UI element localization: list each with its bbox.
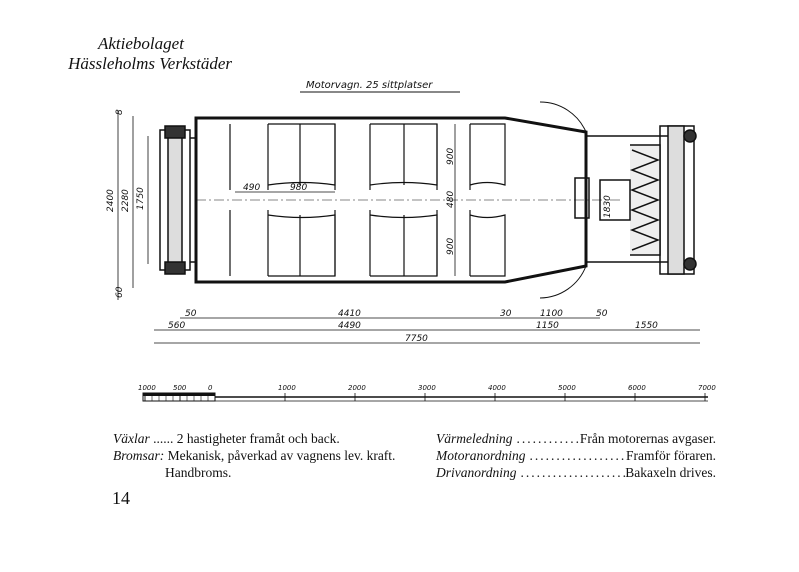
scale-label: 1000 bbox=[278, 384, 296, 392]
dim-490: 490 bbox=[243, 183, 260, 193]
seat-layout bbox=[229, 123, 506, 277]
dim-1150: 1150 bbox=[536, 321, 559, 331]
scale-label: 5000 bbox=[558, 384, 576, 392]
dim-2280: 2280 bbox=[121, 189, 131, 212]
scale-label: 500 bbox=[173, 384, 187, 392]
header: Aktiebolaget Hässleholms Verkstäder bbox=[60, 34, 232, 74]
door-swing-arcs bbox=[539, 101, 587, 299]
scale-label: 0 bbox=[208, 384, 213, 392]
dim-1750: 1750 bbox=[136, 187, 146, 210]
scale-label: 3000 bbox=[418, 384, 436, 392]
spec-driv: Drivanordning .................... Bakax… bbox=[436, 465, 716, 480]
rear-axle bbox=[159, 125, 196, 275]
spec-val-bromsar: Mekanisk, påverkad av vagnens lev. kraft… bbox=[167, 448, 396, 463]
dim-50-left: 50 bbox=[185, 309, 197, 319]
front-axle-engine bbox=[574, 125, 697, 275]
dim-1100: 1100 bbox=[540, 309, 563, 319]
spec-vaxlar: Växlar ...... 2 hastigheter framåt och b… bbox=[113, 430, 403, 447]
spec-bromsar-cont: Handbroms. bbox=[113, 464, 403, 481]
spec-val-motor: Framför föraren. bbox=[626, 448, 716, 463]
spec-key-bromsar: Bromsar: bbox=[113, 448, 165, 463]
dim-30: 30 bbox=[500, 309, 512, 319]
scale-label: 7000 bbox=[698, 384, 716, 392]
scale-label: 4000 bbox=[488, 384, 506, 392]
specs-left: Växlar ...... 2 hastigheter framåt och b… bbox=[113, 430, 403, 481]
spec-val-bromsar-2: Handbroms. bbox=[165, 465, 232, 480]
dim-50-right: 50 bbox=[596, 309, 608, 319]
dim-4490: 4490 bbox=[338, 321, 361, 331]
spec-key-varme: Värmeledning bbox=[436, 431, 513, 446]
dim-8: 8 bbox=[115, 109, 125, 115]
spec-val-driv: Bakaxeln drives. bbox=[625, 465, 716, 480]
dim-1830: 1830 bbox=[603, 195, 613, 218]
dim-4410: 4410 bbox=[338, 309, 361, 319]
spec-bromsar: Bromsar: Mekanisk, påverkad av vagnens l… bbox=[113, 447, 403, 464]
dimension-lines bbox=[117, 110, 700, 344]
page-number: 14 bbox=[112, 488, 130, 508]
dim-1550: 1550 bbox=[635, 321, 658, 331]
company-line-2: Hässleholms Verkstäder bbox=[68, 54, 232, 73]
dim-480: 480 bbox=[446, 191, 456, 208]
dim-560: 560 bbox=[168, 321, 185, 331]
specs-right: Värmeledning .................... Från m… bbox=[436, 430, 716, 481]
spec-val-vaxlar: ...... 2 hastigheter framåt och back. bbox=[153, 431, 340, 446]
company-line-1: Aktiebolaget bbox=[98, 34, 184, 53]
spec-val-varme: Från motorernas avgaser. bbox=[579, 431, 716, 446]
drawing-title: Motorvagn. 25 sittplatser bbox=[306, 80, 433, 91]
dim-900-top: 900 bbox=[446, 148, 456, 165]
dim-60: 60 bbox=[115, 286, 125, 298]
spec-varme: Värmeledning .................... Från m… bbox=[436, 431, 716, 446]
dim-2400: 2400 bbox=[106, 189, 116, 212]
spec-key-motor: Motoranordning bbox=[436, 448, 526, 463]
spec-key-driv: Drivanordning bbox=[436, 465, 517, 480]
dim-980: 980 bbox=[290, 183, 307, 193]
spec-key-vaxlar: Växlar bbox=[113, 431, 150, 446]
spec-motor: Motoranordning .................... Fram… bbox=[436, 448, 716, 463]
scale-label: 6000 bbox=[628, 384, 646, 392]
dim-900-bottom: 900 bbox=[446, 238, 456, 255]
scale-label: 1000 bbox=[138, 384, 156, 392]
scale-label: 2000 bbox=[348, 384, 366, 392]
dim-7750: 7750 bbox=[405, 334, 428, 344]
